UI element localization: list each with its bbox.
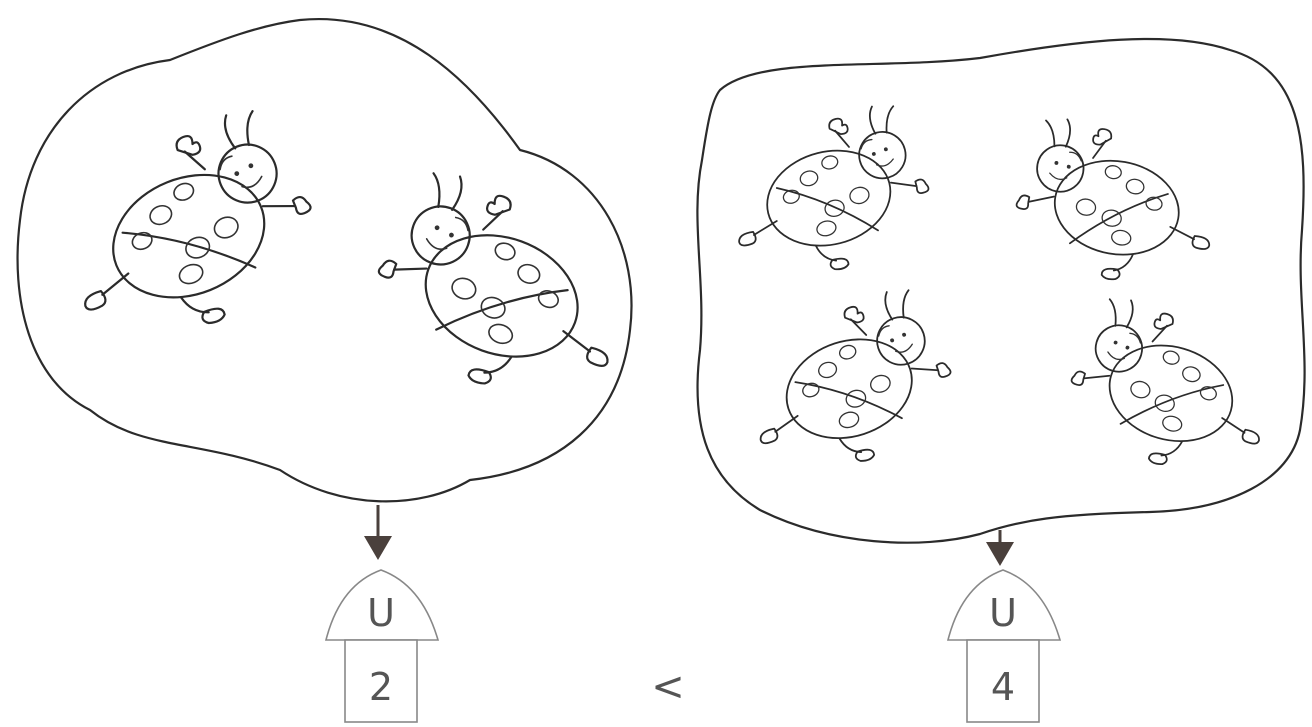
left-cloud-outline [18,19,632,501]
ladybug-icon [1056,291,1287,490]
right-cloud-outline [697,39,1304,543]
ladybug-icon [1007,113,1227,295]
ladybug-icon [715,98,942,291]
left-house-top-label: U [367,591,395,635]
comparison-sign: < [651,664,685,710]
arrow-down-icon [986,530,1014,566]
right-house-top-label: U [989,591,1017,635]
ladybug-icon [39,99,337,365]
right-cloud-group [697,39,1304,543]
left-cloud-group [18,19,650,501]
right-house-number: 4 [991,665,1015,709]
left-house-number: 2 [369,665,393,709]
arrow-down-icon [364,505,392,560]
ladybug-icon [354,161,649,421]
ladybug-icon [729,281,968,490]
